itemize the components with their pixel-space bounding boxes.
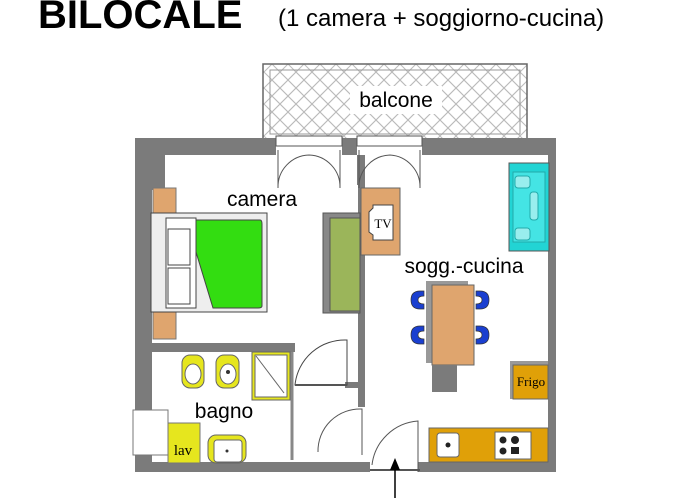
nightstand-bottom — [152, 311, 177, 340]
nightstand-top — [152, 187, 177, 214]
sofa — [508, 162, 550, 252]
tv-cabinet: TV — [360, 187, 401, 256]
plan-subtitle: (1 camera + soggiorno-cucina) — [278, 5, 604, 32]
living-kitchen-label: sogg.-cucina — [404, 255, 523, 278]
wardrobe — [322, 212, 361, 314]
bathroom-door[interactable] — [294, 339, 348, 386]
washing-machine: lav — [132, 409, 201, 464]
bedroom-label: camera — [227, 188, 297, 211]
plan-title: BILOCALE — [38, 0, 242, 37]
walls — [135, 138, 556, 472]
fridge-label: Frigo — [517, 374, 545, 389]
kitchen-counter — [428, 427, 549, 463]
balcony-door-living[interactable] — [356, 135, 423, 189]
washbasin — [207, 434, 247, 464]
balcony: balcone — [262, 63, 528, 141]
bathroom-label: bagno — [195, 400, 253, 423]
bedroom-door[interactable] — [317, 408, 363, 455]
dining-table — [410, 281, 490, 392]
bidet — [215, 354, 240, 389]
tv-label: TV — [374, 216, 392, 231]
double-bed — [150, 212, 268, 313]
washer-label: lav — [174, 443, 193, 459]
balcony-door-bedroom[interactable] — [275, 135, 343, 189]
balcony-label: balcone — [359, 89, 433, 112]
entrance-arrow-icon — [390, 458, 400, 498]
toilet — [181, 354, 205, 389]
shower — [251, 351, 291, 401]
fridge: Frigo — [510, 361, 549, 400]
